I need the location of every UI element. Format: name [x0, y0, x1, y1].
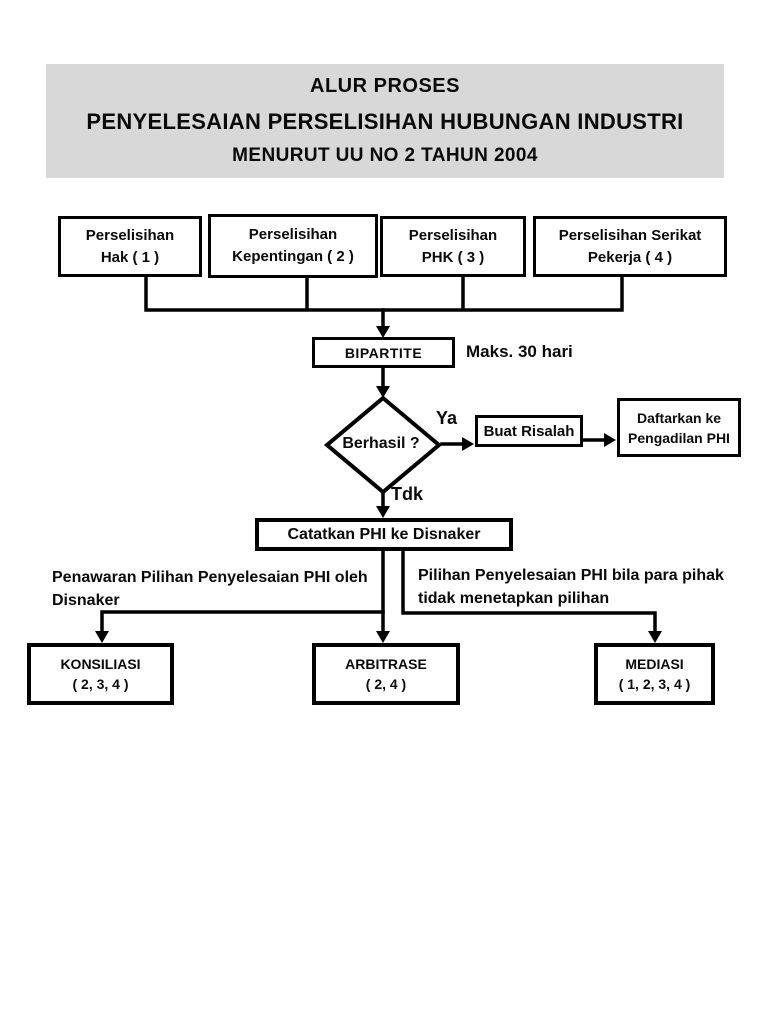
- decision-diamond: [323, 395, 443, 495]
- option-name: ARBITRASE: [345, 655, 427, 672]
- node-label: Daftarkan ke: [636, 409, 722, 426]
- arrowhead-mediasi: [648, 631, 662, 643]
- note-line: Pilihan Penyelesaian PHI bila para pihak: [418, 567, 724, 584]
- node-label: Catatkan PHI ke Disnaker: [287, 525, 481, 543]
- node-label: Hak ( 1 ): [100, 248, 160, 266]
- option-name: KONSILIASI: [60, 655, 141, 672]
- option-name: MEDIASI: [625, 655, 684, 672]
- node-mediasi: MEDIASI ( 1, 2, 3, 4 ): [594, 643, 715, 705]
- arrowhead-arbitrase: [376, 631, 390, 643]
- arrowhead-konsiliasi: [95, 631, 109, 643]
- node-bipartite: BIPARTITE: [312, 337, 455, 368]
- arrowhead-yes: [462, 437, 474, 451]
- note-pilihan: Pilihan Penyelesaian PHI bila para pihak…: [418, 564, 748, 610]
- node-label: Buat Risalah: [483, 422, 575, 440]
- connector-dispute-collector: [144, 275, 624, 312]
- option-applies: ( 1, 2, 3, 4 ): [618, 676, 691, 693]
- decision-no-label: Tdk: [391, 484, 424, 504]
- node-buat-risalah: Buat Risalah: [475, 415, 583, 447]
- connector-right-branch: [401, 549, 657, 634]
- arrowhead-catatkan: [376, 506, 390, 518]
- node-perselisihan-serikat: Perselisihan Serikat Pekerja ( 4 ): [533, 216, 727, 277]
- node-label: BIPARTITE: [344, 344, 423, 361]
- arrowhead-pengadilan: [604, 433, 616, 447]
- node-label: Kepentingan ( 2 ): [232, 248, 354, 265]
- title-line-2: PENYELESAIAN PERSELISIHAN HUBUNGAN INDUS…: [86, 108, 684, 134]
- node-catatkan-disnaker: Catatkan PHI ke Disnaker: [255, 518, 513, 551]
- node-konsiliasi: KONSILIASI ( 2, 3, 4 ): [27, 643, 174, 705]
- note-line: Penawaran Pilihan Penyelesaian PHI oleh: [52, 569, 368, 586]
- title-line-1: ALUR PROSES: [310, 74, 460, 97]
- arrowhead-decision: [376, 386, 390, 398]
- connector-left-branch: [100, 610, 385, 634]
- node-label: Perselisihan Serikat: [558, 226, 702, 244]
- node-daftarkan-pengadilan: Daftarkan ke Pengadilan PHI: [617, 398, 741, 457]
- option-applies: ( 2, 3, 4 ): [72, 676, 129, 693]
- title-box: ALUR PROSES PENYELESAIAN PERSELISIHAN HU…: [46, 64, 724, 178]
- node-label: Pekerja ( 4 ): [587, 248, 673, 266]
- arrowhead-bipartite: [376, 326, 390, 338]
- title-line-3: MENURUT UU NO 2 TAHUN 2004: [232, 145, 538, 167]
- decision-label: Berhasil ?: [342, 435, 420, 452]
- option-applies: ( 2, 4 ): [365, 676, 407, 693]
- node-label: Pengadilan PHI: [628, 429, 730, 446]
- note-line: tidak menetapkan pilihan: [418, 590, 610, 607]
- node-perselisihan-hak: Perselisihan Hak ( 1 ): [58, 216, 202, 277]
- node-perselisihan-phk: Perselisihan PHK ( 3 ): [380, 216, 526, 277]
- node-label: Perselisihan: [248, 226, 338, 243]
- node-perselisihan-kepentingan: Perselisihan Kepentingan ( 2 ): [208, 214, 378, 278]
- node-label: Perselisihan: [408, 226, 498, 244]
- node-label: Perselisihan: [85, 226, 175, 244]
- decision-yes-label: Ya: [436, 408, 458, 428]
- note-line: Disnaker: [52, 592, 120, 609]
- duration-note: Maks. 30 hari: [466, 342, 573, 361]
- note-penawaran: Penawaran Pilihan Penyelesaian PHI oleh …: [52, 566, 387, 612]
- node-label: PHK ( 3 ): [421, 248, 485, 266]
- node-arbitrase: ARBITRASE ( 2, 4 ): [312, 643, 460, 705]
